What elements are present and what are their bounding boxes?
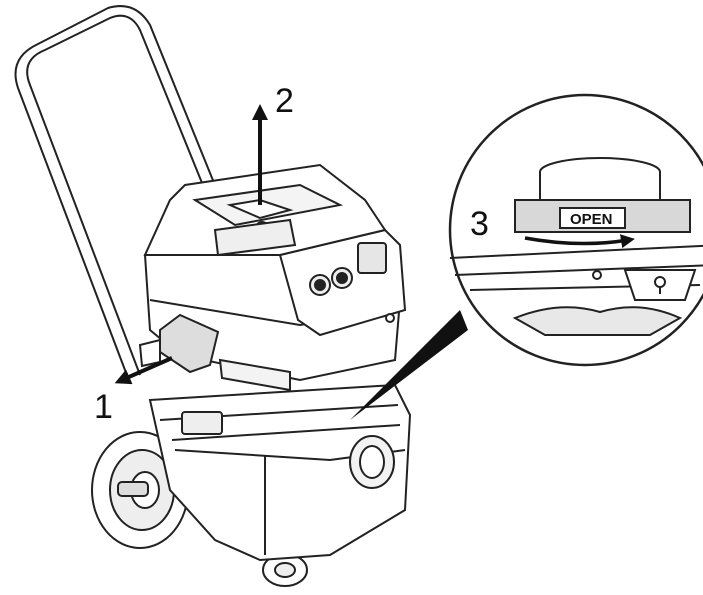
step-1-label: 1 bbox=[94, 388, 113, 426]
handle bbox=[14, 5, 226, 379]
open-label: OPEN bbox=[570, 211, 613, 228]
detail-leader bbox=[350, 310, 468, 420]
container bbox=[148, 383, 412, 562]
side-clip bbox=[138, 313, 220, 374]
wheel bbox=[91, 431, 189, 549]
step-3-label: 3 bbox=[470, 205, 489, 243]
top-cover bbox=[143, 163, 387, 257]
step-2-label: 2 bbox=[275, 82, 294, 120]
arrow-step-3 bbox=[524, 234, 635, 249]
arrow-step-1 bbox=[114, 356, 173, 385]
detail-magnifier: OPEN bbox=[448, 93, 703, 367]
